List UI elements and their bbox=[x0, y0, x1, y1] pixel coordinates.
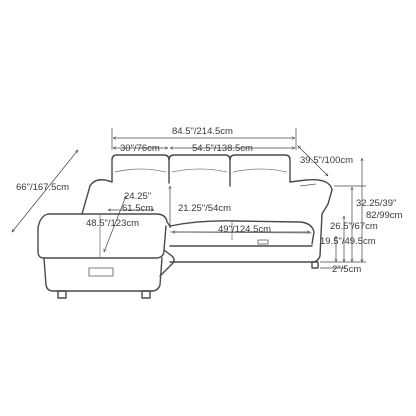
label-seat-length: 49"/124.5cm bbox=[218, 224, 271, 235]
dimension-lines bbox=[12, 128, 366, 269]
label-back-height-cm: 82/99cm bbox=[366, 210, 403, 221]
leg-rear-right bbox=[311, 261, 319, 269]
label-leg-height: 2"/5cm bbox=[332, 264, 361, 275]
label-chaise-seat-width: 24.25" bbox=[124, 191, 151, 202]
right-arm bbox=[289, 179, 333, 215]
leg-front-right bbox=[141, 290, 151, 299]
label-main-back-width: 54.5"/138.5cm bbox=[192, 143, 253, 154]
label-chaise-seat-width-cm: 61.5cm bbox=[122, 203, 153, 214]
left-arm bbox=[81, 179, 113, 215]
leg-front-left bbox=[57, 290, 67, 299]
label-total-width: 84.5"/214.5cm bbox=[172, 126, 233, 137]
headrest-right bbox=[229, 154, 291, 183]
label-seat-depth: 21.25"/54cm bbox=[178, 203, 231, 214]
chaise-cushion bbox=[47, 213, 171, 227]
sofa-outline bbox=[37, 154, 333, 299]
label-sofa-depth: 39.5"/100cm bbox=[300, 155, 353, 166]
storage-handle bbox=[88, 267, 114, 277]
label-arm-height: 26.5"/67cm bbox=[330, 221, 378, 232]
seat-cushion-main bbox=[169, 220, 315, 245]
label-chaise-backrest-width: 30"/76cm bbox=[120, 143, 160, 154]
label-chaise-length: 48.5"/123cm bbox=[86, 218, 139, 229]
label-seat-height: 19.5"/49.5cm bbox=[320, 236, 376, 247]
label-back-height: 32.25/39" bbox=[356, 198, 396, 209]
label-overall-length: 66"/167.5cm bbox=[16, 182, 69, 193]
